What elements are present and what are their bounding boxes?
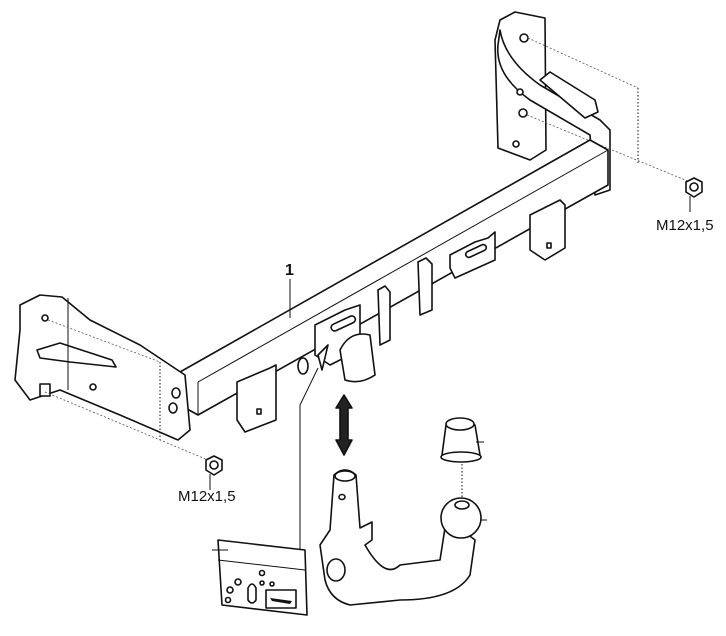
part-number-label: 1 <box>285 262 294 279</box>
detachable-ball-neck <box>319 469 487 606</box>
ball-cover-cap <box>440 417 484 500</box>
left-mounting-bracket <box>14 294 209 461</box>
insert-remove-arrow <box>335 394 353 456</box>
hex-nut-left <box>205 455 223 490</box>
crossbar <box>179 139 609 416</box>
right-mounting-bracket <box>494 11 691 196</box>
nut-left-label: M12x1,5 <box>178 488 236 505</box>
receiver-housing <box>297 257 433 383</box>
nut-right-label: M12x1,5 <box>656 217 714 234</box>
electrical-socket-plate <box>212 539 308 616</box>
lower-brackets <box>236 199 566 433</box>
hex-nut-right <box>685 177 703 212</box>
